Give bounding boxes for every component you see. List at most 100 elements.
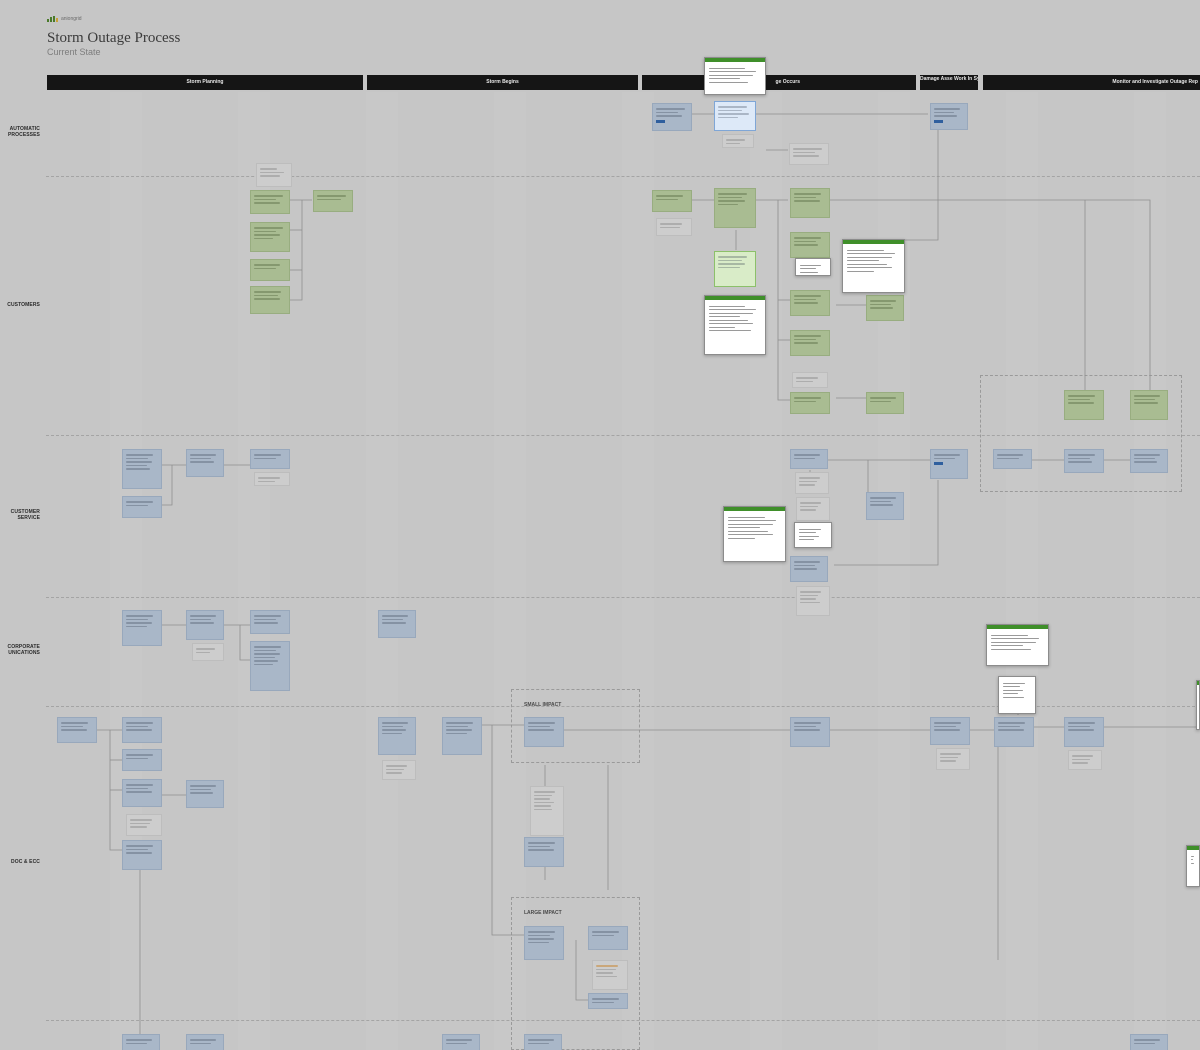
process-step-card[interactable] (588, 993, 628, 1009)
annotation-note (126, 814, 162, 836)
comment-popup[interactable] (998, 676, 1036, 714)
comment-popup[interactable] (1186, 845, 1200, 887)
customer-step-card[interactable] (866, 295, 904, 321)
customer-step-card[interactable] (250, 222, 290, 252)
process-step-card[interactable] (1064, 449, 1104, 473)
process-step-card[interactable] (122, 717, 162, 743)
lane-label-customers: CUSTOMERS (7, 302, 40, 308)
annotation-note (795, 472, 829, 494)
logo-bars-icon (47, 16, 58, 22)
process-step-card[interactable] (57, 717, 97, 743)
customer-step-card[interactable] (250, 259, 290, 281)
process-step-card[interactable] (1130, 449, 1168, 473)
customer-step-card-selected[interactable] (714, 251, 756, 287)
customer-step-card[interactable] (1130, 390, 1168, 420)
customer-step-card[interactable] (1064, 390, 1104, 420)
process-step-card[interactable] (186, 1034, 224, 1050)
process-step-card[interactable] (442, 1034, 480, 1050)
annotation-note (792, 372, 828, 388)
process-step-card[interactable] (993, 449, 1032, 469)
popup-header (987, 625, 1048, 629)
process-step-card[interactable] (122, 449, 162, 489)
process-step-card[interactable] (1130, 1034, 1168, 1050)
popup-header (843, 240, 904, 244)
process-step-card[interactable] (122, 749, 162, 771)
process-step-card[interactable] (186, 610, 224, 640)
process-step-card[interactable] (790, 717, 830, 747)
process-step-card[interactable] (186, 780, 224, 808)
process-step-card[interactable] (930, 103, 968, 130)
process-step-card[interactable] (378, 717, 416, 755)
customer-step-card[interactable] (866, 392, 904, 414)
customer-step-card[interactable] (790, 392, 830, 414)
process-step-card[interactable] (186, 449, 224, 477)
comment-popup[interactable] (704, 57, 766, 95)
process-step-card[interactable] (866, 492, 904, 520)
process-step-card[interactable] (790, 556, 828, 582)
annotation-note (1068, 750, 1102, 770)
annotation-note (192, 643, 224, 661)
process-step-card[interactable] (442, 717, 482, 755)
logo-text: aniongrid (61, 16, 82, 22)
process-step-card[interactable] (122, 610, 162, 646)
process-step-card[interactable] (122, 779, 162, 807)
phase-header-storm-begins: Storm Begins (367, 75, 638, 90)
lane-divider (46, 176, 1200, 177)
process-step-card[interactable] (250, 449, 290, 469)
process-step-card[interactable] (250, 610, 290, 634)
process-step-card[interactable] (122, 496, 162, 518)
process-step-card-selected[interactable] (714, 101, 756, 131)
annotation-note (722, 134, 754, 148)
annotation-note (656, 218, 692, 236)
process-step-card[interactable] (588, 926, 628, 950)
annotation-note (796, 497, 830, 521)
process-step-card[interactable] (122, 1034, 160, 1050)
lane-divider (46, 706, 1200, 707)
process-step-card[interactable] (524, 837, 564, 867)
lane-divider (46, 1020, 1200, 1021)
customer-step-card[interactable] (714, 188, 756, 228)
comment-popup[interactable] (1196, 680, 1200, 730)
process-step-card[interactable] (122, 840, 162, 870)
process-step-card[interactable] (524, 1034, 562, 1050)
process-step-card[interactable] (524, 717, 564, 747)
lane-label-automatic-processes: AUTOMATIC PROCESSES (7, 126, 40, 138)
process-step-card[interactable] (790, 449, 828, 469)
process-step-card[interactable] (250, 641, 290, 691)
customer-step-card[interactable] (652, 190, 692, 212)
customer-step-card[interactable] (790, 232, 830, 258)
customer-step-card[interactable] (790, 330, 830, 356)
comment-popup[interactable] (794, 522, 832, 548)
column-stripe (1006, 92, 1038, 1050)
customer-step-card[interactable] (250, 286, 290, 314)
customer-step-card[interactable] (790, 290, 830, 316)
comment-popup[interactable] (723, 506, 786, 562)
process-step-card[interactable] (994, 717, 1034, 747)
customer-step-card[interactable] (790, 188, 830, 218)
process-step-card[interactable] (378, 610, 416, 638)
column-stripe (366, 92, 398, 1050)
customer-step-card[interactable] (250, 190, 290, 214)
process-step-card[interactable] (1064, 717, 1104, 747)
comment-popup[interactable] (986, 624, 1049, 666)
column-stripe (622, 92, 654, 1050)
phase-header-damage-assessment: Damage Asse Work In System (920, 75, 978, 90)
comment-popup[interactable] (704, 295, 766, 355)
comment-popup[interactable] (842, 239, 905, 293)
process-step-card[interactable] (652, 103, 692, 131)
lane-divider (46, 435, 1200, 436)
process-step-card[interactable] (930, 717, 970, 745)
annotation-note (382, 760, 416, 780)
small-impact-label: SMALL IMPACT (524, 702, 562, 708)
phase-header-monitor-investigate: Monitor and Investigate Outage Rep (983, 75, 1200, 90)
process-step-card[interactable] (930, 449, 968, 479)
comment-popup[interactable] (795, 258, 831, 276)
annotation-note (592, 960, 628, 990)
lane-divider (46, 597, 1200, 598)
process-step-card[interactable] (524, 926, 564, 960)
status-tag (934, 119, 943, 123)
customer-step-card[interactable] (313, 190, 353, 212)
page-title: Storm Outage Process (47, 30, 181, 46)
